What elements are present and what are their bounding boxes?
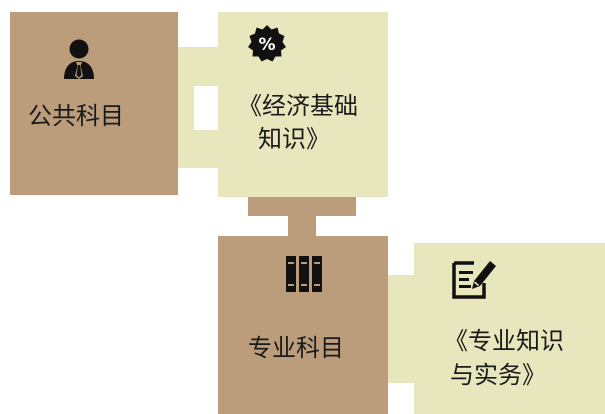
professional-subject-label: 专业科目 bbox=[248, 334, 344, 362]
connector-professional-practice bbox=[386, 275, 414, 383]
person-icon bbox=[64, 39, 94, 79]
practice-label-line1: 《专业知识 bbox=[444, 327, 564, 355]
books-icon bbox=[286, 256, 322, 292]
econ-basics-box: % 《经济基础 知识》 bbox=[218, 12, 388, 197]
public-subject-box: 公共科目 bbox=[10, 12, 178, 195]
connector-econ-professional-stem bbox=[288, 214, 316, 238]
practice-box: 《专业知识 与实务》 bbox=[414, 243, 605, 414]
practice-label-line2: 与实务》 bbox=[450, 361, 546, 389]
connector-econ-professional-top bbox=[248, 196, 356, 216]
public-subject-label: 公共科目 bbox=[28, 102, 124, 130]
professional-subject-box: 专业科目 bbox=[218, 236, 388, 414]
connector-public-econ-inner bbox=[194, 86, 220, 130]
percent-symbol: % bbox=[258, 35, 275, 55]
econ-basics-label-line2: 知识》 bbox=[258, 125, 330, 153]
econ-basics-label-line1: 《经济基础 bbox=[238, 92, 358, 120]
edit-document-icon bbox=[452, 261, 496, 299]
percent-badge-icon: % bbox=[248, 25, 286, 62]
